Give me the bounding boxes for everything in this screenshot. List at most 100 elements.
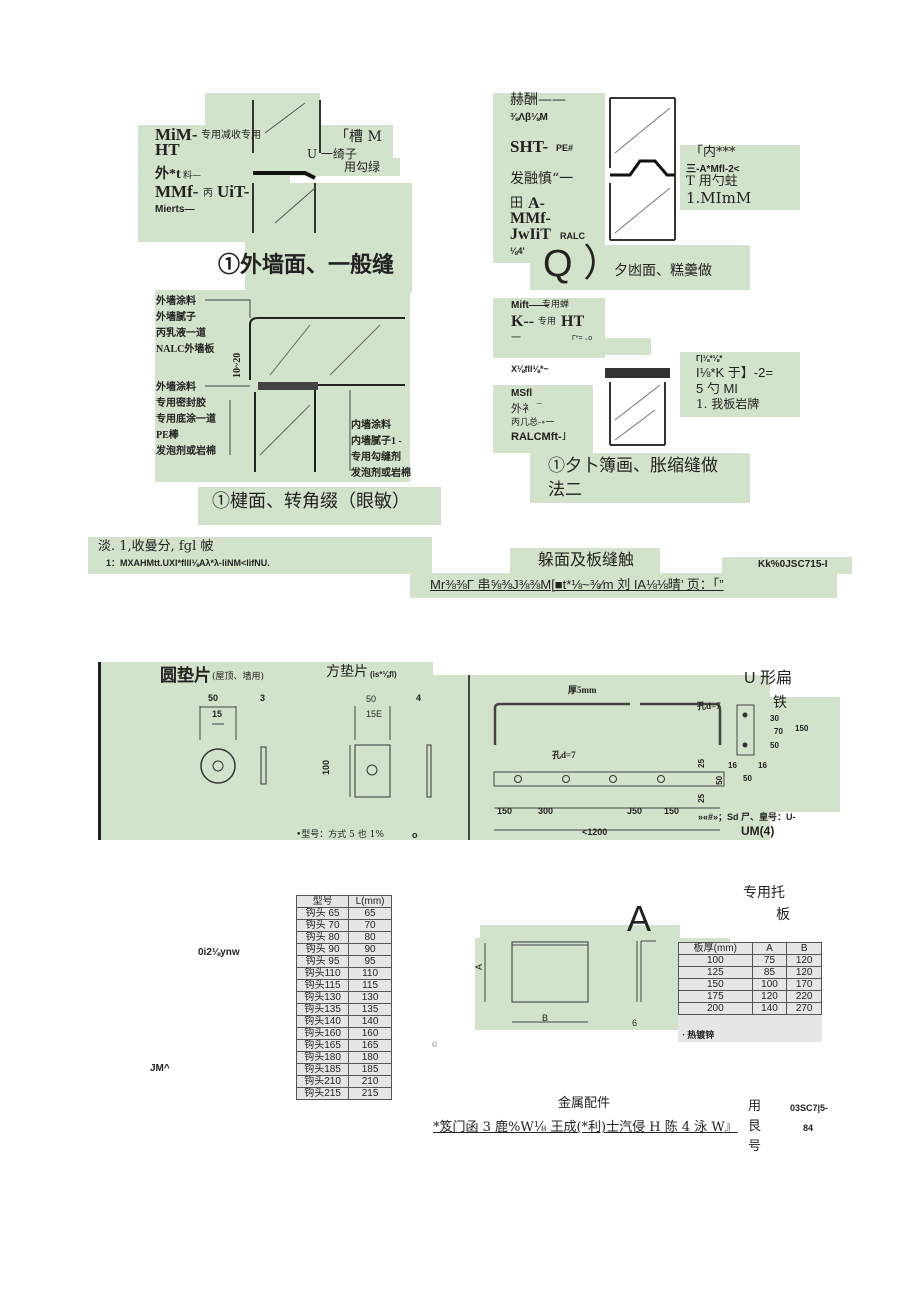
square-washer-title: 方垫片: [326, 664, 368, 680]
label: MMf-: [510, 210, 551, 227]
u-strap-drawing: [493, 702, 755, 831]
washer-caption-mark: o: [412, 830, 418, 840]
label: UiT-: [217, 182, 250, 201]
table-cell: 钩头185: [295, 1063, 350, 1076]
square-dim-100: 100: [321, 759, 331, 775]
square-dim-15e: 15E: [366, 709, 383, 719]
label: 一: [511, 333, 521, 344]
label: I⅛*K 于】-2=: [696, 365, 773, 380]
u-strap-caption: »«#»；Sd 尸、皇号：U-: [698, 812, 796, 822]
label: HT: [561, 313, 585, 330]
tray-dim-b: B: [542, 1013, 549, 1023]
label: JwIiT: [510, 226, 551, 243]
table-cell: 115: [348, 979, 392, 992]
table-cell: 120: [786, 954, 822, 967]
label: 专用密封胶: [156, 398, 206, 409]
notes-line-2: 1：MXAHMtt.UXI*flll⅛Aλ*λ-liNM<lifNU.: [106, 558, 270, 568]
table-cell: 钩头110: [295, 967, 350, 980]
label: 内墙涂料: [351, 420, 391, 431]
label: 专用减收专用: [201, 130, 261, 141]
wall-joint-drawing-1: [252, 100, 321, 233]
detail4-caption-line1: ①夕卜簿画、胀缩缝做: [548, 456, 718, 476]
label: 发泡剂或岩棉: [351, 468, 411, 479]
dim: 150: [497, 806, 513, 816]
column-header: B: [786, 942, 822, 955]
dim: 300: [538, 806, 554, 816]
table-cell: 100: [678, 954, 753, 967]
label: 赫酬——: [510, 92, 566, 108]
label: 「槽 M: [335, 129, 382, 145]
label: T 用勺蛀: [686, 174, 738, 189]
label: 丙几总-∘一: [511, 418, 555, 428]
label: PE#: [556, 143, 574, 153]
detail3-caption-mark: Q ）: [543, 243, 622, 285]
label: 外*t: [155, 167, 181, 182]
label: 5 勺 MI: [696, 381, 738, 396]
table-cell: 钩头140: [295, 1015, 350, 1028]
label: 专用蝉: [542, 300, 570, 310]
label: 发融慎“一: [510, 171, 574, 187]
label: 外墙腻子: [156, 312, 196, 323]
table-cell: 钩头 65: [295, 907, 350, 920]
dim: J50: [627, 806, 643, 816]
label: 1. 我板岩牌: [696, 397, 760, 411]
table-cell: 钩头 95: [295, 955, 350, 968]
table-cell: 65: [348, 907, 392, 920]
table-cell: 钩头135: [295, 1003, 350, 1016]
table-cell: 钩头 90: [295, 943, 350, 956]
dim: 70: [774, 727, 783, 736]
table-cell: 200: [678, 1002, 753, 1015]
label: RALCMft-˩: [511, 431, 566, 443]
titleblock2-signatures: *笈门函 3 鹿%W⅛ 王成(*利)士汽侵 H 陈 4 泳 W』: [433, 1120, 738, 1135]
label: HT: [155, 140, 180, 159]
label: ⅛4': [510, 246, 525, 256]
label: ⅜Λβ⅛M: [510, 112, 548, 123]
label: 专用: [538, 317, 557, 327]
table-cell: 270: [786, 1002, 822, 1015]
dim: 150: [795, 724, 809, 733]
label: Г|⅛*⅛*: [696, 354, 723, 363]
square-dim-4: 4: [416, 693, 422, 703]
label: 专用勾缝剂: [351, 452, 401, 463]
table-cell: 130: [348, 991, 392, 1004]
label: 丙: [203, 188, 213, 199]
column-header: 板厚(mm): [678, 942, 753, 955]
tray-dim-6: 6: [632, 1018, 638, 1028]
titleblock2-title: 金属配件: [558, 1096, 611, 1111]
table-cell: 170: [786, 978, 822, 991]
dimension: 10~20: [232, 352, 243, 378]
square-dim-50: 50: [366, 694, 377, 704]
label: 田: [510, 196, 524, 211]
label: 外墙涂料: [156, 382, 196, 393]
tray-big-letter: A: [627, 898, 652, 939]
column-header: 型号: [295, 895, 350, 908]
table-cell: 钩头115: [295, 979, 350, 992]
expansion-joint-drawing: [605, 368, 670, 446]
tray-title-2: 板: [776, 907, 790, 923]
label: K--: [511, 313, 535, 330]
label: RALC: [560, 231, 585, 241]
table-cell: 140: [348, 1015, 392, 1028]
tray-note: · 热镀锌: [682, 1030, 715, 1040]
table-cell: 220: [786, 990, 822, 1003]
label: MMf-: [155, 182, 199, 201]
label: 料—: [183, 171, 202, 181]
label: X⅛fll⅛*~: [511, 364, 549, 374]
label: Г*= ₌o: [572, 335, 593, 342]
label: PE棒: [156, 430, 179, 441]
table-cell: 135: [348, 1003, 392, 1016]
vertical-label: 用: [748, 1099, 762, 1114]
dim: 50: [770, 741, 779, 750]
u-strap-title: U 形扁: [744, 670, 793, 687]
